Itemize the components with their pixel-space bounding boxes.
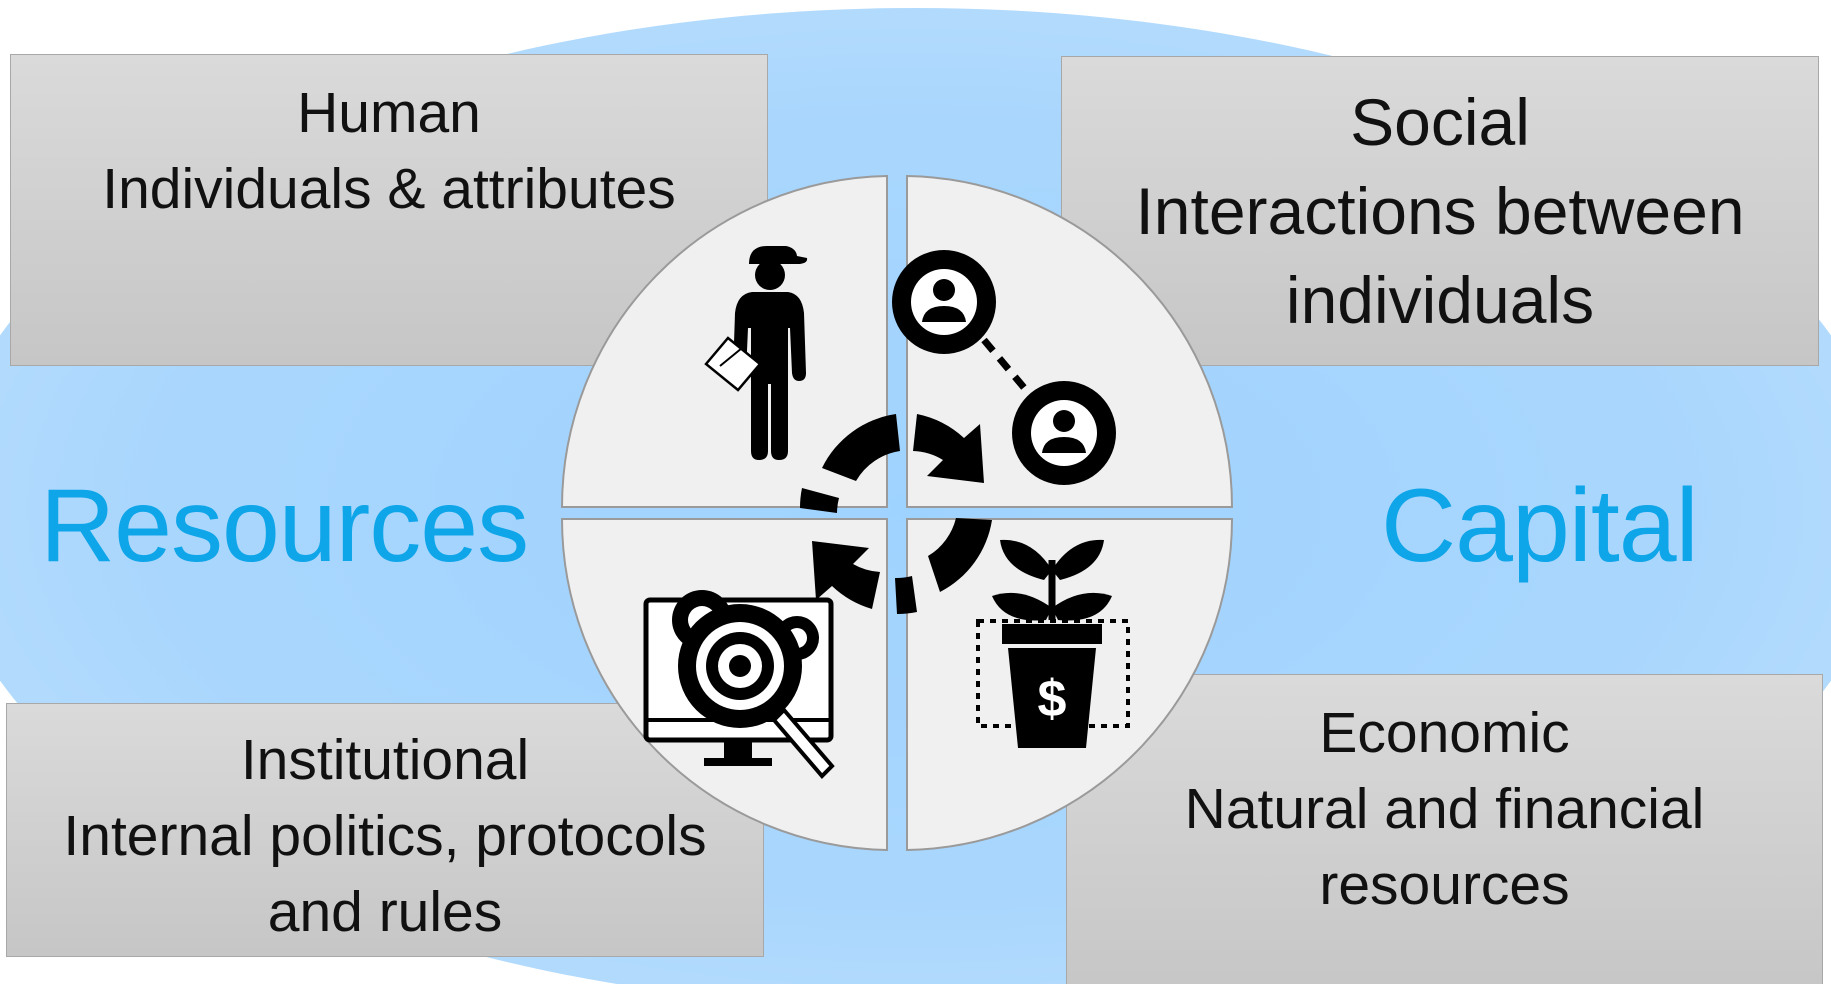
quadrant-top-right xyxy=(906,174,1234,508)
economic-capital-box: Economic Natural and financial resources xyxy=(1066,674,1823,984)
social-description: Interactions between individuals xyxy=(1135,174,1745,337)
human-description: Individuals & attributes xyxy=(102,157,676,221)
institutional-description: Internal politics, protocols and rules xyxy=(63,804,707,944)
institutional-capital-box: Institutional Internal politics, protoco… xyxy=(6,703,764,957)
human-title: Human xyxy=(297,81,481,145)
economic-title: Economic xyxy=(1319,701,1570,765)
economic-description: Natural and financial resources xyxy=(1184,777,1705,917)
connected-users-icon xyxy=(892,250,1116,485)
capital-label: Capital xyxy=(1381,468,1699,584)
center-wheel: $ xyxy=(560,174,1234,852)
wheel-quadrants xyxy=(560,174,1234,852)
social-capital-box: Social Interactions between individuals xyxy=(1061,56,1819,366)
resources-label: Resources xyxy=(40,468,529,584)
money-plant-icon: $ xyxy=(976,539,1130,748)
monitor-gears-magnifier-icon xyxy=(643,590,835,779)
svg-text:$: $ xyxy=(1038,670,1067,728)
social-title: Social xyxy=(1350,85,1530,159)
person-with-clipboard-icon xyxy=(704,246,808,460)
cycle-arrows-icon xyxy=(799,414,992,615)
institutional-title: Institutional xyxy=(240,728,530,792)
human-capital-box: Human Individuals & attributes xyxy=(10,54,768,366)
